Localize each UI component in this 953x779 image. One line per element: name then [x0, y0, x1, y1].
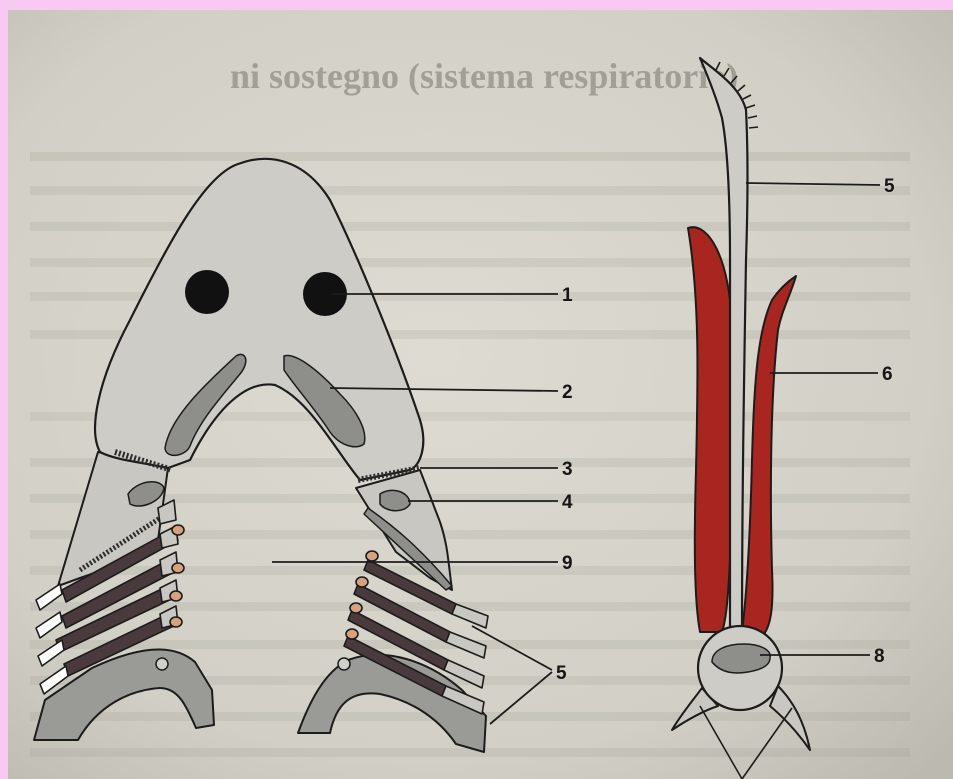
label-5-lower: 5: [556, 663, 567, 684]
label-1: 1: [562, 285, 573, 306]
heading-text: ni sostegno (sistema respiratorio): [230, 56, 738, 96]
label-4: 4: [562, 492, 573, 513]
label-3: 3: [562, 459, 573, 480]
label-2: 2: [562, 382, 573, 403]
arch-foramen-left: [156, 658, 168, 670]
vertebra-cavity: [712, 644, 770, 673]
arch-foramen-right: [338, 658, 350, 670]
label-6: 6: [882, 364, 893, 385]
label-8: 8: [874, 646, 885, 667]
label-9: 9: [562, 553, 573, 574]
eye-left: [185, 270, 229, 314]
label-5-upper: 5: [884, 176, 895, 197]
